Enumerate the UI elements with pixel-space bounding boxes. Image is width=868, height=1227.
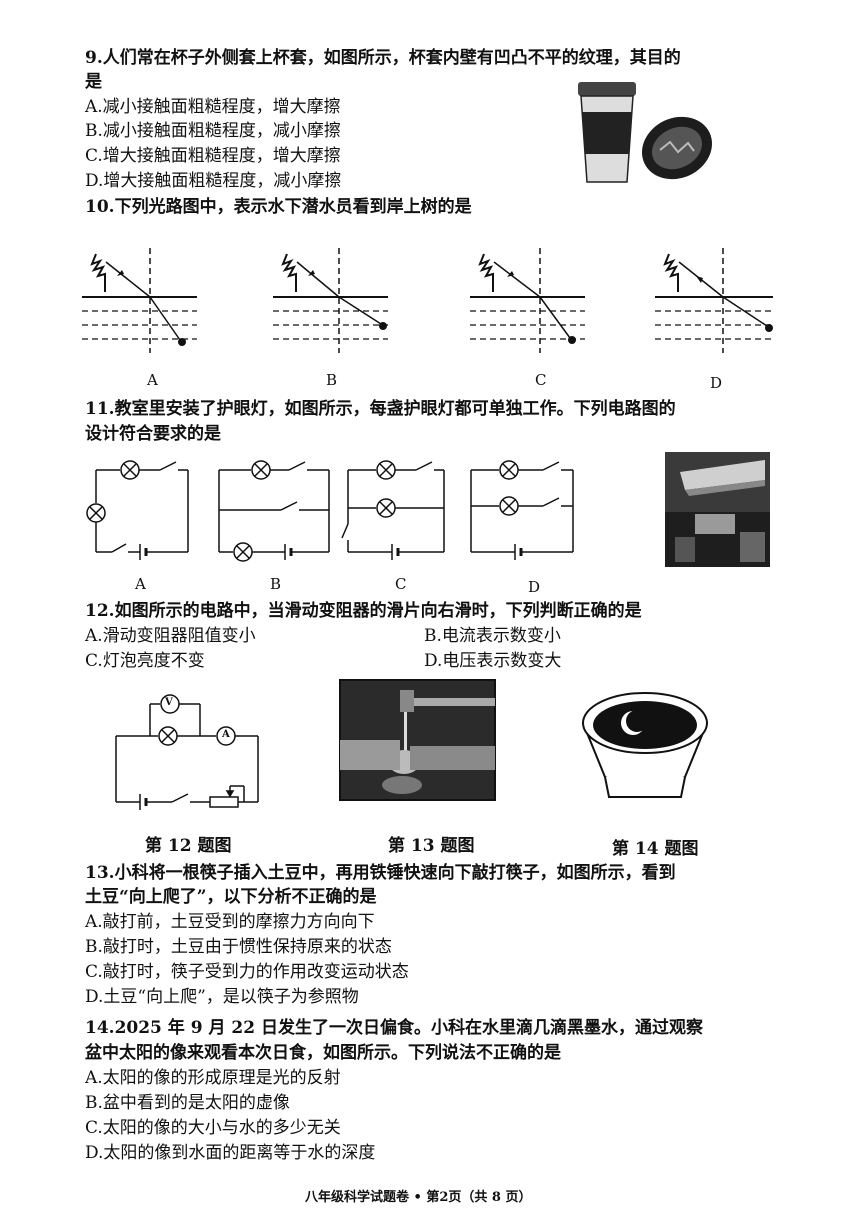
q14-option-a[interactable]: A.太阳的像的形成原理是光的反射 (85, 1068, 341, 1088)
circuit-diagram-b (218, 460, 330, 562)
classroom-lamp-photo (665, 452, 770, 567)
q13-option-b[interactable]: B.敲打时，土豆由于惯性保持原来的状态 (85, 937, 392, 957)
q14-option-d[interactable]: D.太阳的像到水面的距离等于水的深度 (85, 1143, 376, 1163)
q9-option-a[interactable]: A.减小接触面粗糙程度，增大摩擦 (85, 97, 341, 117)
caption-fig-13: 第 13 题图 (388, 836, 475, 856)
q9-stem-line2: 是 (85, 72, 102, 92)
q12-circuit-diagram (115, 694, 259, 810)
q12-option-d[interactable]: D.电压表示数变大 (424, 651, 562, 671)
q14-option-b[interactable]: B.盆中看到的是太阳的虚像 (85, 1093, 290, 1113)
q11-label-a[interactable]: A (135, 575, 146, 593)
light-path-diagram-a (82, 248, 197, 353)
caption-fig-12: 第 12 题图 (145, 836, 232, 856)
q11-stem-line2: 设计符合要求的是 (85, 424, 221, 444)
q13-stem-line1: 13.小科将一根筷子插入土豆中，再用铁锤快速向下敲打筷子，如图所示，看到 (85, 863, 676, 883)
light-path-diagram-b (273, 248, 388, 353)
q13-option-a[interactable]: A.敲打前，土豆受到的摩擦力方向向下 (85, 912, 375, 932)
q14-stem-line2: 盆中太阳的像来观看本次日食，如图所示。下列说法不正确的是 (85, 1043, 561, 1063)
q10-label-d[interactable]: D (710, 374, 723, 392)
q10-label-c[interactable]: C (535, 371, 547, 389)
q9-option-b[interactable]: B.减小接触面粗糙程度，减小摩擦 (85, 121, 341, 141)
light-path-diagram-c (470, 248, 585, 353)
q10-stem: 10.下列光路图中，表示水下潜水员看到岸上树的是 (85, 197, 472, 217)
q9-option-c[interactable]: C.增大接触面粗糙程度，增大摩擦 (85, 146, 341, 166)
q11-label-c[interactable]: C (395, 575, 407, 593)
q14-stem-line1: 14.2025 年 9 月 22 日发生了一次日偏食。小科在水里滴几滴黑墨水，通… (85, 1018, 703, 1038)
q12-option-a[interactable]: A.滑动变阻器阻值变小 (85, 626, 256, 646)
caption-fig-14: 第 14 题图 (612, 839, 699, 859)
circuit-diagram-c (341, 460, 445, 560)
ammeter-label: A (222, 729, 230, 740)
q13-option-c[interactable]: C.敲打时，筷子受到力的作用改变运动状态 (85, 962, 409, 982)
circuit-diagram-d (470, 460, 574, 560)
q12-option-b[interactable]: B.电流表示数变小 (424, 626, 561, 646)
q10-label-b[interactable]: B (326, 371, 338, 389)
q11-stem-line1: 11.教室里安装了护眼灯，如图所示，每盏护眼灯都可单独工作。下列电路图的 (85, 399, 676, 419)
q13-stem-line2: 土豆“向上爬了”，以下分析不正确的是 (85, 887, 377, 907)
voltmeter-label: V (165, 697, 173, 708)
q9-option-d[interactable]: D.增大接触面粗糙程度，减小摩擦 (85, 171, 342, 191)
q12-option-c[interactable]: C.灯泡亮度不变 (85, 651, 205, 671)
q12-stem: 12.如图所示的电路中，当滑动变阻器的滑片向右滑时，下列判断正确的是 (85, 601, 642, 621)
circuit-diagram-a (86, 460, 189, 560)
q13-option-d[interactable]: D.土豆“向上爬”，是以筷子为参照物 (85, 987, 359, 1007)
q11-label-b[interactable]: B (270, 575, 282, 593)
q10-label-a[interactable]: A (147, 371, 158, 389)
potato-hammer-photo (339, 679, 496, 801)
q14-option-c[interactable]: C.太阳的像的大小与水的多少无关 (85, 1118, 341, 1138)
q11-label-d[interactable]: D (528, 578, 541, 596)
page-footer: 八年级科学试题卷 • 第2页（共 8 页） (305, 1190, 532, 1205)
water-basin-figure (581, 692, 709, 798)
cup-sleeve-figure (578, 82, 713, 183)
light-path-diagram-d (655, 248, 773, 353)
q9-stem-line1: 9.人们常在杯子外侧套上杯套，如图所示，杯套内壁有凹凸不平的纹理，其目的 (85, 48, 681, 68)
